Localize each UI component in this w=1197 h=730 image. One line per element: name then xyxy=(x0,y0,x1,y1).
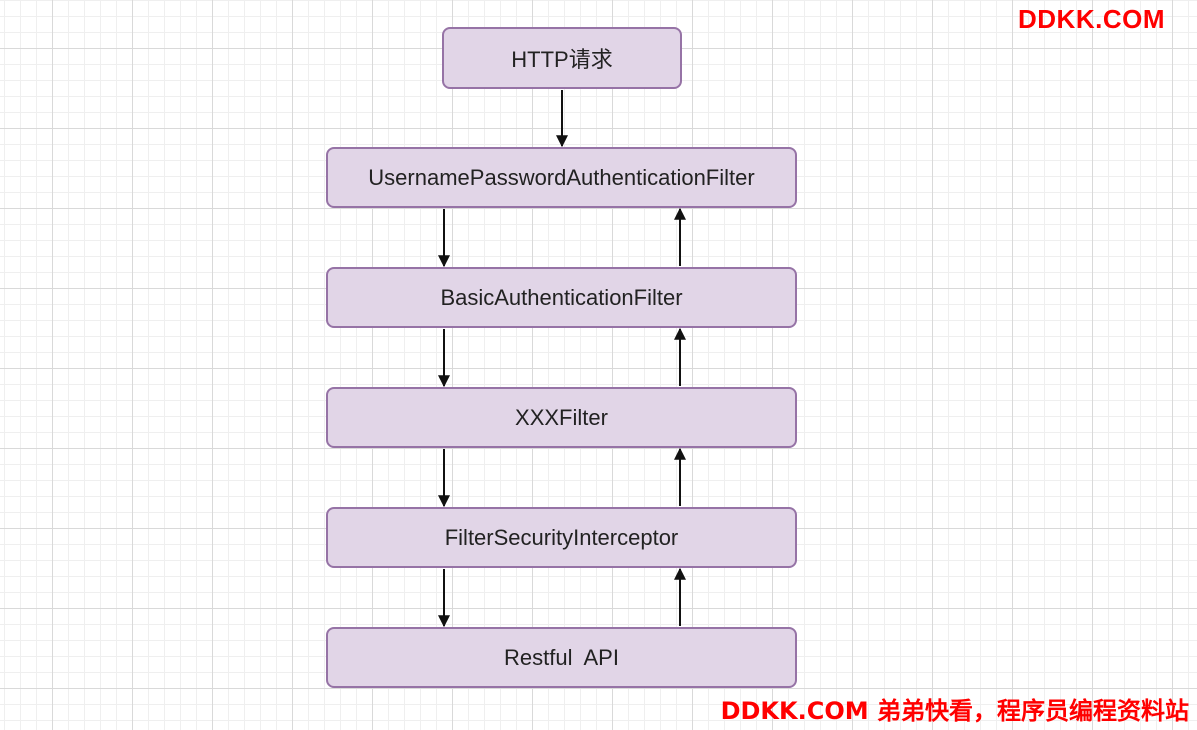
node-label: XXXFilter xyxy=(515,404,608,430)
node-label: HTTP请求 xyxy=(511,47,613,72)
node-filter-security-interceptor: FilterSecurityInterceptor xyxy=(326,507,797,568)
node-username-password-filter: UsernamePasswordAuthenticationFilter xyxy=(326,147,797,208)
node-label: BasicAuthenticationFilter xyxy=(440,284,683,310)
node-http-request: HTTP请求 xyxy=(442,27,682,89)
watermark-bottom: DDKK.COM 弟弟快看，程序员编程资料站 xyxy=(720,697,1189,725)
node-label: UsernamePasswordAuthenticationFilter xyxy=(368,164,755,190)
node-label: FilterSecurityInterceptor xyxy=(444,524,679,550)
watermark-top: DDKK.COM xyxy=(1018,4,1165,34)
node-restful-api: Restful API xyxy=(326,627,797,688)
node-basic-auth-filter: BasicAuthenticationFilter xyxy=(326,267,797,328)
node-label: Restful API xyxy=(504,644,619,670)
node-xxx-filter: XXXFilter xyxy=(326,387,797,448)
